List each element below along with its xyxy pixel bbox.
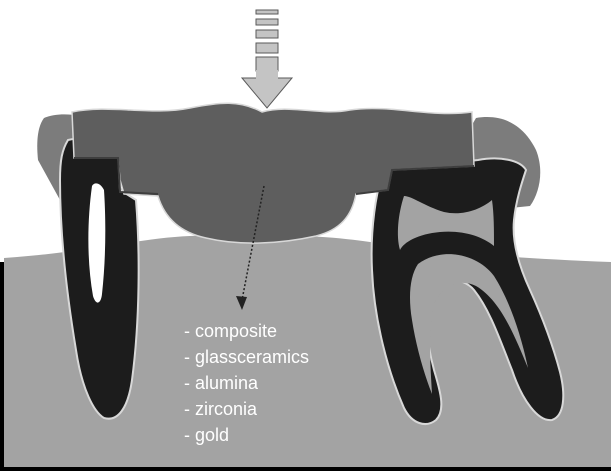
material-zirconia: - zirconia: [184, 396, 309, 422]
material-composite: - composite: [184, 318, 309, 344]
material-glassceramics: - glassceramics: [184, 344, 309, 370]
material-list: - composite - glassceramics - alumina - …: [184, 318, 309, 448]
material-gold: - gold: [184, 422, 309, 448]
down-arrow-icon: [242, 10, 292, 108]
material-alumina: - alumina: [184, 370, 309, 396]
